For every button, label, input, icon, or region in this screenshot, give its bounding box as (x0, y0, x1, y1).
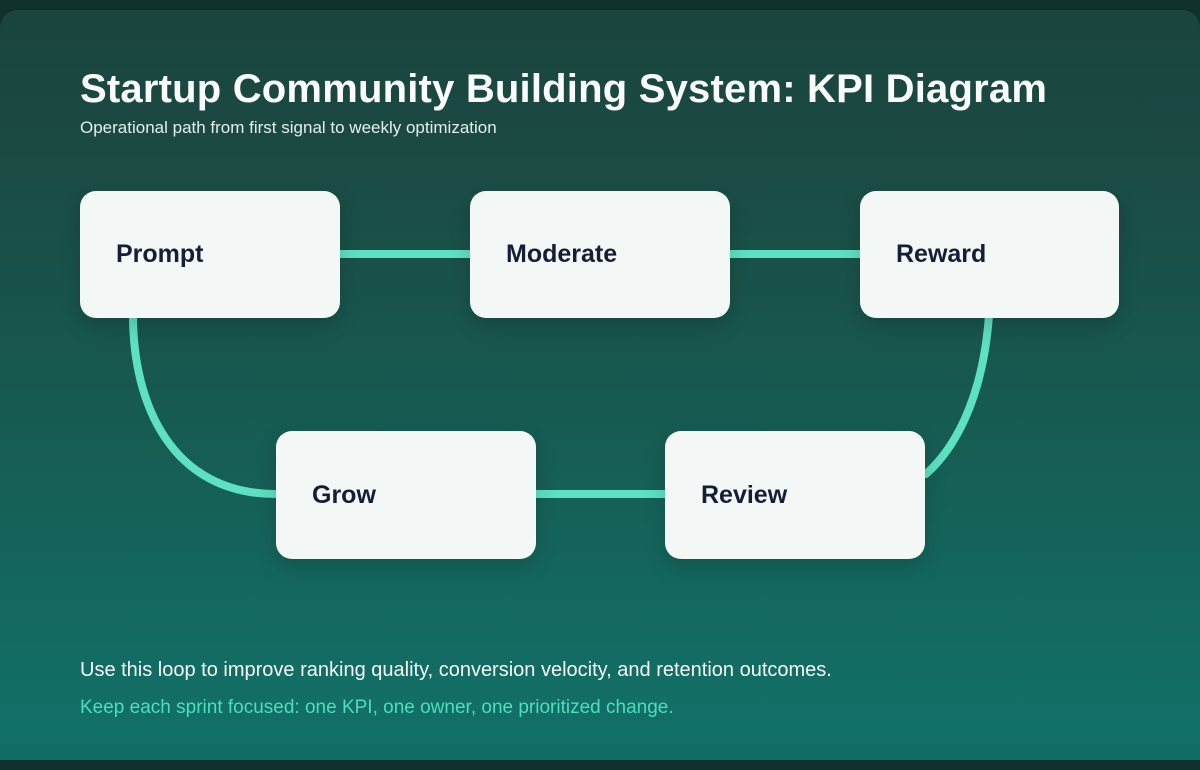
connector-lines (0, 10, 1200, 770)
diagram-canvas: Startup Community Building System: KPI D… (0, 10, 1200, 760)
node-review-label: Review (701, 481, 787, 510)
node-reward: Reward (860, 191, 1119, 318)
footer-tip: Keep each sprint focused: one KPI, one o… (80, 697, 674, 719)
node-review: Review (665, 431, 925, 559)
connector-prompt-grow-curve (133, 315, 276, 494)
footer-summary: Use this loop to improve ranking quality… (80, 659, 832, 682)
connector-reward-review-curve (926, 315, 989, 474)
node-moderate: Moderate (470, 191, 730, 318)
node-prompt-label: Prompt (116, 240, 204, 269)
node-reward-label: Reward (896, 240, 986, 269)
node-moderate-label: Moderate (506, 240, 617, 269)
node-prompt: Prompt (80, 191, 340, 318)
node-grow-label: Grow (312, 481, 376, 510)
node-grow: Grow (276, 431, 536, 559)
